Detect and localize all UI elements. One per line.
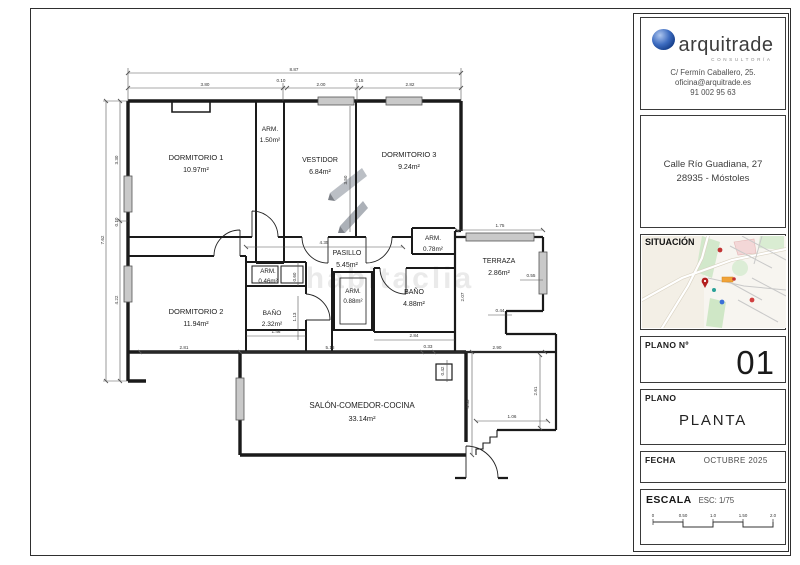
room-label: DORMITORIO 2 (169, 307, 224, 316)
logo-box: arquitrade CONSULTORÍA C/ Fermín Caballe… (640, 17, 786, 110)
escala-label: ESCALA (646, 494, 692, 506)
svg-text:0.10: 0.10 (114, 217, 119, 226)
svg-text:0.10: 0.10 (277, 78, 286, 83)
room-area: 4.88m² (403, 301, 425, 308)
brand-name: arquitrade (678, 33, 774, 56)
svg-text:1.50: 1.50 (739, 513, 748, 518)
svg-text:0.44: 0.44 (496, 308, 505, 313)
escala-value: ESC: 1/75 (698, 496, 735, 505)
room-label: ARM. (262, 126, 279, 133)
plano-number-value: 01 (736, 344, 775, 381)
room-area: 6.84m² (309, 169, 331, 176)
fecha-value: OCTUBRE 2025 (703, 456, 768, 465)
svg-text:0.33: 0.33 (424, 344, 433, 349)
room-label: ARM. (260, 268, 276, 275)
room-area: 0.78m² (423, 246, 443, 253)
window-symbols (123, 96, 548, 421)
svg-text:1.06: 1.06 (508, 414, 517, 419)
svg-text:2.00: 2.00 (317, 82, 326, 87)
logo-sphere-icon (652, 28, 676, 50)
fecha-label: FECHA (645, 455, 676, 465)
logo-address-line3: 91 002 95 63 (690, 88, 736, 98)
plano-value: PLANTA (678, 412, 748, 429)
svg-text:1.13: 1.13 (292, 312, 297, 321)
svg-text:2.0: 2.0 (770, 513, 777, 518)
svg-text:3.50: 3.50 (343, 175, 348, 184)
escala-box: ESCALA ESC: 1/75 0 0.50 1.0 1.50 2.0 (640, 489, 786, 545)
room-area: 11.94m² (183, 321, 209, 328)
room-area: 2.32m² (262, 321, 283, 328)
watermark-ribbon-icon (328, 168, 368, 233)
situacion-box: SITUACIÓN (640, 234, 786, 330)
svg-text:0.15: 0.15 (355, 78, 364, 83)
stairs-symbol (475, 430, 498, 455)
room-label: ARM. (425, 235, 441, 242)
room-area: 5.45m² (336, 262, 358, 269)
room-area: 33.14m² (348, 414, 376, 423)
svg-text:1.75: 1.75 (496, 223, 505, 228)
svg-text:2.61: 2.61 (533, 386, 538, 395)
svg-text:2.81: 2.81 (180, 345, 189, 350)
svg-text:0: 0 (652, 513, 655, 518)
logo-address: C/ Fermín Caballero, 25. oficina@arquitr… (670, 68, 755, 98)
svg-text:4.35: 4.35 (465, 399, 470, 408)
svg-text:0.60: 0.60 (292, 272, 297, 281)
site-address-line2: 28935 - Móstoles (676, 172, 750, 184)
svg-text:8.87: 8.87 (290, 67, 299, 72)
svg-text:0.42: 0.42 (440, 366, 445, 375)
brand-tagline: CONSULTORÍA (711, 56, 773, 62)
room-label: ARM. (345, 288, 361, 295)
graphic-scale-bar: 0 0.50 1.0 1.50 2.0 (652, 513, 777, 528)
dimension-lines (103, 68, 551, 458)
svg-text:5.18: 5.18 (326, 345, 335, 350)
room-label: BAÑO (404, 287, 424, 296)
room-label: PASILLO (333, 250, 362, 257)
room-label: TERRAZA (483, 258, 516, 265)
svg-text:3.30: 3.30 (114, 155, 119, 164)
svg-text:0.55: 0.55 (527, 273, 536, 278)
map-pin-icon (701, 277, 709, 288)
door-arcs (213, 210, 499, 479)
plano-box: PLANO PLANTA (640, 389, 786, 445)
situacion-label: SITUACIÓN (645, 237, 695, 247)
svg-text:4.35: 4.35 (320, 240, 329, 245)
room-area: 0.46m² (258, 278, 277, 285)
room-label: DORMITORIO 1 (169, 153, 224, 162)
room-area: 2.86m² (488, 270, 510, 277)
room-area: 9.24m² (398, 164, 420, 171)
room-area: 0.88m² (343, 298, 362, 305)
fecha-box: FECHA OCTUBRE 2025 (640, 451, 786, 483)
room-label: SALÓN-COMEDOR-COCINA (309, 401, 415, 410)
svg-text:2.90: 2.90 (493, 345, 502, 350)
svg-text:7.62: 7.62 (100, 235, 105, 244)
svg-text:2.07: 2.07 (460, 292, 465, 301)
svg-text:0.50: 0.50 (679, 513, 688, 518)
location-map (642, 236, 786, 328)
room-area: 1.50m² (260, 137, 281, 144)
svg-text:2.82: 2.82 (406, 82, 415, 87)
plano-number-box: PLANO Nº 01 (640, 336, 786, 383)
plano-label: PLANO (645, 393, 677, 403)
room-label: VESTIDOR (302, 157, 338, 164)
plano-number-label: PLANO Nº (645, 340, 689, 350)
svg-text:4.22: 4.22 (114, 295, 119, 304)
room-label: BAÑO (263, 308, 282, 317)
interior-walls (128, 100, 455, 381)
svg-text:2.84: 2.84 (410, 333, 419, 338)
svg-text:3.80: 3.80 (201, 82, 210, 87)
dimension-labels: 8.87 3.80 0.10 2.00 0.15 2.82 7.62 3.30 … (100, 67, 538, 419)
logo-address-line2: oficina@arquitrade.es (675, 77, 751, 87)
site-address-line1: Calle Río Guadiana, 27 (663, 158, 763, 170)
column-symbol (435, 363, 453, 381)
svg-text:1.0: 1.0 (710, 513, 717, 518)
sheet-border (30, 8, 791, 556)
room-label: DORMITORIO 3 (382, 150, 437, 159)
room-area: 10.97m² (183, 167, 209, 174)
site-address-box: Calle Río Guadiana, 27 28935 - Móstoles (640, 115, 786, 228)
svg-text:1.46: 1.46 (272, 329, 281, 334)
logo-address-line1: C/ Fermín Caballero, 25. (670, 67, 756, 77)
room-labels: DORMITORIO 1 10.97m² ARM. 1.50m² VESTIDO… (169, 126, 516, 423)
